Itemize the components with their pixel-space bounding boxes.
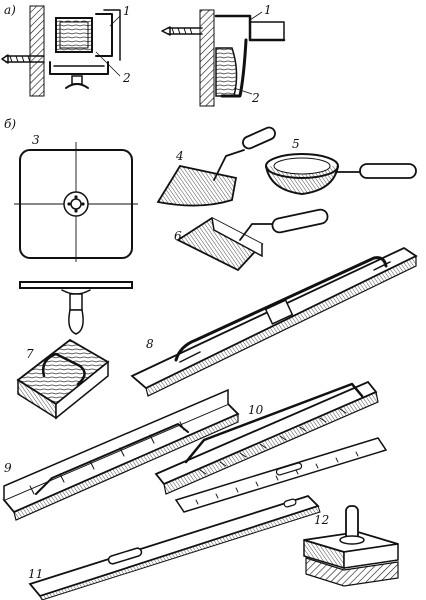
brush — [303, 505, 399, 587]
item-label-11: 11 — [28, 567, 43, 581]
item-label-12: 12 — [314, 513, 329, 527]
item-label-5: 5 — [292, 137, 300, 151]
panel-a-label: а) — [4, 3, 16, 17]
panel-b-label: б) — [4, 117, 16, 131]
item-label-6: 6 — [174, 229, 182, 243]
item-label-1a: 1 — [123, 4, 131, 18]
item-label-4: 4 — [175, 149, 184, 163]
trowel — [156, 126, 276, 207]
item-label-7: 7 — [26, 347, 34, 361]
long-rule-8 — [130, 246, 418, 397]
level-rule-11 — [28, 494, 321, 600]
ladle — [265, 153, 417, 196]
straight-rule — [174, 437, 388, 513]
l-profile-rule-9 — [2, 388, 240, 521]
item-label-2b: 2 — [251, 91, 260, 105]
item-label-2a: 2 — [122, 71, 131, 85]
item-label-3: 3 — [32, 133, 40, 147]
float-board — [14, 142, 138, 335]
item-label-1b: 1 — [264, 3, 272, 17]
grater-block — [16, 338, 110, 420]
item-label-9: 9 — [4, 461, 12, 475]
corner-trowel — [176, 208, 329, 272]
item-label-8: 8 — [146, 337, 154, 351]
item-label-10: 10 — [248, 403, 264, 417]
clamp-left — [1, 5, 121, 97]
angled-rule-10 — [154, 380, 379, 495]
clamp-right — [161, 9, 286, 107]
